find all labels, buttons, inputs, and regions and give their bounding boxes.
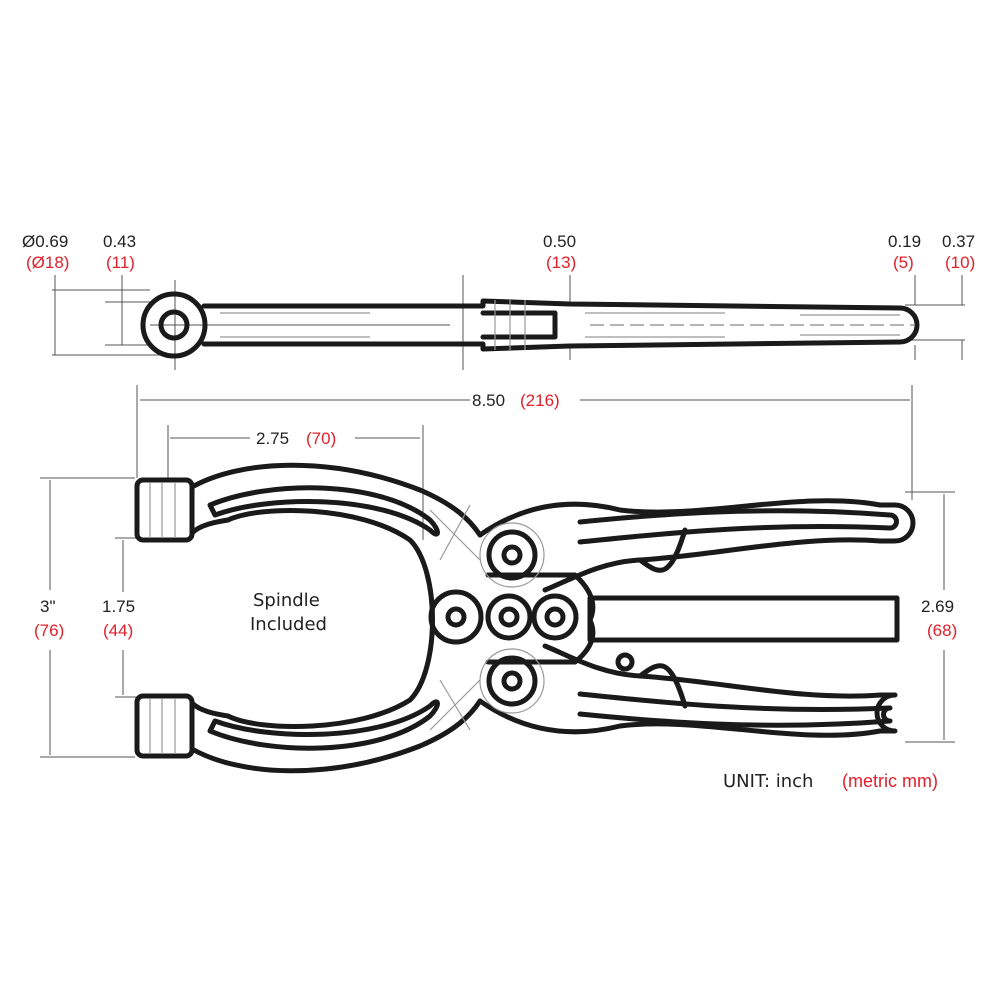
dim-eye-diameter: Ø0.69 — [22, 232, 68, 251]
dim-mid-height-metric: (13) — [546, 253, 576, 272]
handle-bar-side — [201, 298, 920, 352]
lower-jaw-pad — [134, 693, 195, 759]
pivot-pins — [428, 522, 579, 714]
dim-jaw-height-metric: (76) — [34, 621, 64, 640]
side-view: Ø0.69 (Ø18) 0.43 (11) 0.50 (13) 0.19 (5)… — [22, 232, 975, 370]
pivot-lower — [486, 655, 538, 707]
upper-jaw-pad — [134, 477, 195, 543]
spindle-note-line1: Spindle — [253, 590, 320, 611]
dim-tip-inner-metric: (5) — [893, 253, 914, 272]
dim-opening: 1.75 — [102, 597, 135, 616]
lower-arm-slot — [207, 699, 440, 751]
dim-eye-diameter-metric: (Ø18) — [26, 253, 69, 272]
dim-opening-metric: (44) — [103, 621, 133, 640]
dim-overall-length-metric: (216) — [520, 391, 560, 410]
dim-mid-height: 0.50 — [543, 232, 576, 251]
pivot-center — [485, 593, 533, 641]
small-hole — [615, 652, 635, 672]
eye-hole — [158, 309, 190, 341]
linkage-plate — [485, 572, 596, 665]
release-bar — [587, 595, 900, 643]
lower-jaw-arm — [189, 698, 483, 774]
dim-tip-height: 0.37 — [942, 232, 975, 251]
dim-jaw-height: 3" — [40, 597, 56, 616]
dim-tip-inner: 0.19 — [888, 232, 921, 251]
pivot-upper — [486, 529, 538, 581]
upper-jaw-arm — [189, 462, 483, 538]
slot — [480, 310, 558, 340]
plan-view: 8.50 (216) 2.75 (70) 3" (76) 1.75 (44) 2… — [34, 385, 957, 774]
spindle-note-line2: Included — [250, 614, 327, 635]
lower-handle-slot — [577, 691, 893, 728]
dim-tip-height-metric: (10) — [945, 253, 975, 272]
dim-jaw-depth: 2.75 — [256, 429, 289, 448]
pivot-right — [531, 593, 579, 641]
dim-handle-span: 2.69 — [921, 597, 954, 616]
dim-jaw-depth-metric: (70) — [306, 429, 336, 448]
upper-handle-slot — [577, 508, 899, 545]
dim-handle-span-metric: (68) — [927, 621, 957, 640]
dim-overall-length: 8.50 — [472, 391, 505, 410]
eye-ring — [140, 291, 208, 359]
dim-bar-height-metric: (11) — [106, 253, 135, 272]
units-metric-label: (metric mm) — [842, 771, 938, 791]
pivot-left — [428, 589, 484, 645]
dim-bar-height: 0.43 — [103, 232, 136, 251]
units-label: UNIT: inch — [723, 771, 813, 792]
upper-arm-slot — [207, 485, 440, 537]
